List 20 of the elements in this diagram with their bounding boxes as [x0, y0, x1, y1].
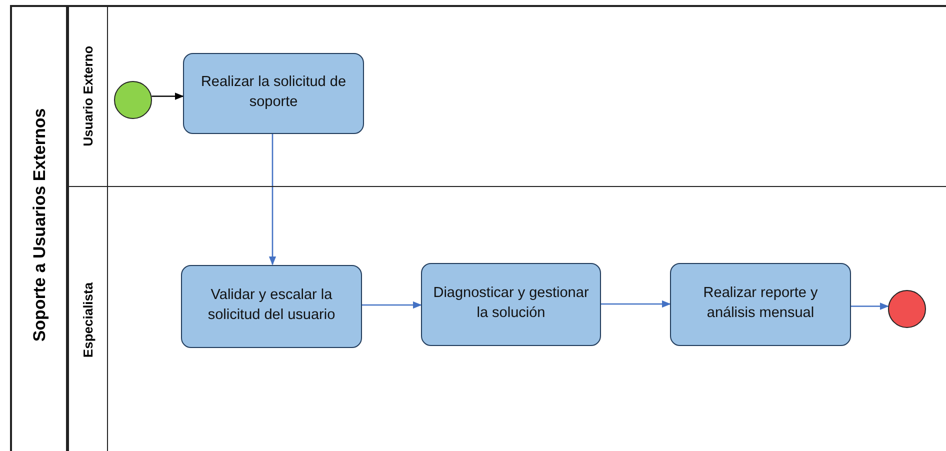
task-box	[183, 52, 364, 134]
lane-label: Especialista	[80, 282, 96, 358]
arrow	[362, 301, 422, 309]
arrow	[601, 300, 671, 308]
task-label: Realizar reporte y análisis mensual	[702, 284, 819, 323]
swimlane	[66, 186, 946, 451]
task-box	[421, 262, 601, 346]
end-event-circle	[888, 290, 926, 328]
arrow	[152, 92, 184, 100]
start-event-circle	[114, 80, 152, 118]
arrow	[268, 134, 276, 266]
task-label: Realizar la solicitud de soporte	[200, 73, 348, 112]
arrow	[851, 302, 890, 310]
pool	[10, 5, 946, 451]
task-label: Diagnosticar y gestionar la solución	[432, 284, 590, 323]
task-label: Validar y escalar la solicitud del usuario	[206, 286, 336, 325]
task-box	[670, 262, 851, 346]
lane-label: Usuario Externo	[80, 45, 96, 146]
task-box	[181, 264, 362, 348]
pool-title: Soporte a Usuarios Externos	[30, 108, 50, 342]
